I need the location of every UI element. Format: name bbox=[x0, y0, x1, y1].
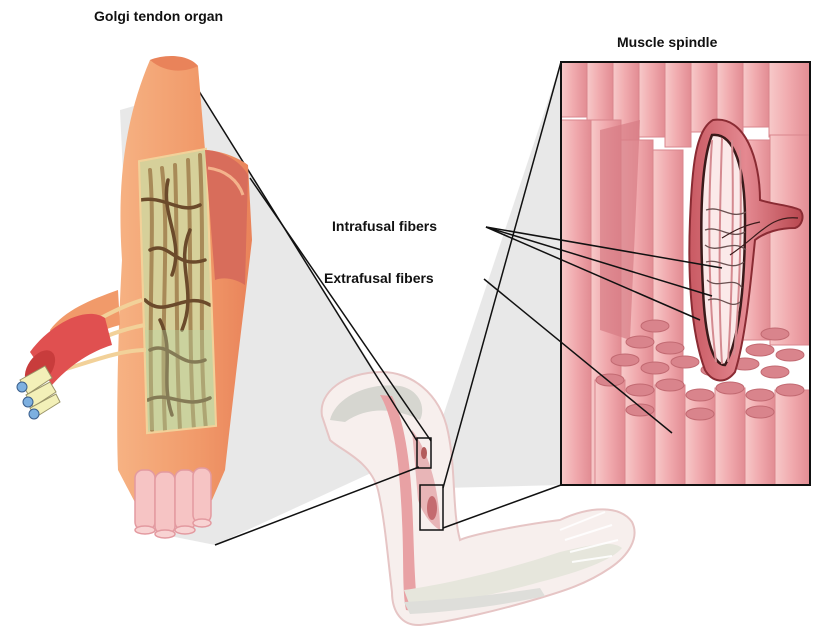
muscle-spindle-label: Muscle spindle bbox=[617, 34, 717, 50]
muscle-spindle-panel bbox=[561, 62, 810, 485]
intrafusal-fibers-label: Intrafusal fibers bbox=[332, 218, 437, 234]
extrafusal-fibers-label: Extrafusal fibers bbox=[324, 270, 434, 286]
golgi-tendon-organ-label: Golgi tendon organ bbox=[94, 8, 223, 24]
